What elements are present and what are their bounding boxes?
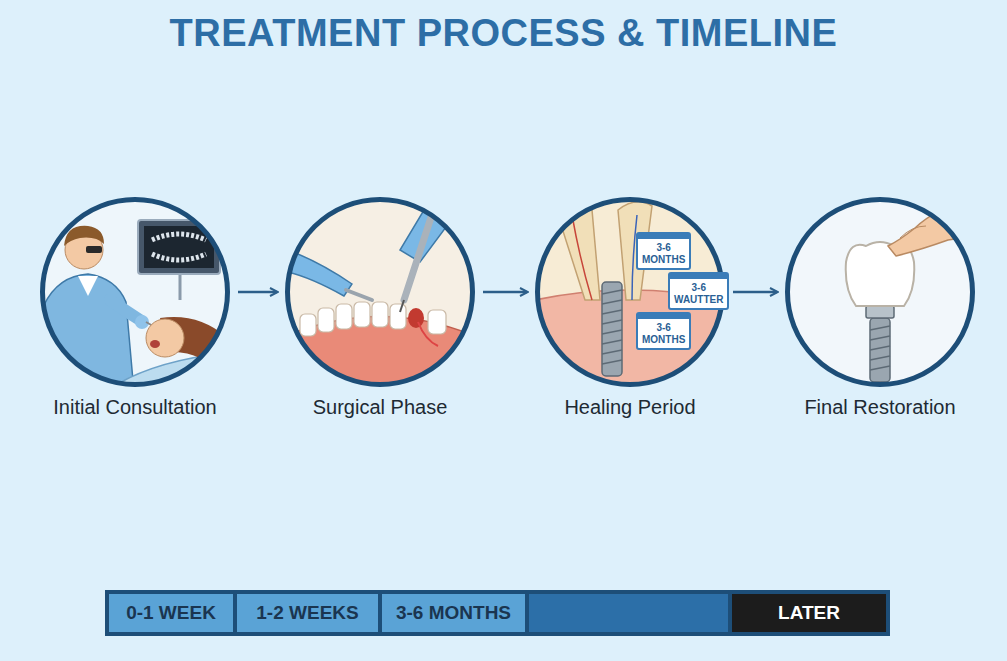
timeline-label: LATER — [778, 602, 840, 624]
flow-arrow — [733, 291, 777, 294]
timeline-label: 1-2 WEEKS — [256, 602, 358, 624]
timeline-segment: 1-2 WEEKS — [235, 592, 380, 634]
step-label: Healing Period — [564, 396, 695, 419]
restoration-illustration — [785, 195, 975, 390]
timeline-segment: 3-6 MONTHS — [380, 592, 527, 634]
step-label: Initial Consultation — [53, 396, 216, 419]
diagram-title: TREATMENT PROCESS & TIMELINE — [0, 12, 1007, 55]
timeline-segment — [527, 592, 730, 634]
process-circle: Initial Consultation — [40, 197, 230, 387]
calendar-text: 3-6 WAUTTER — [674, 282, 723, 305]
timeline-label: 3-6 MONTHS — [396, 602, 511, 624]
step-label: Surgical Phase — [313, 396, 448, 419]
timeline-segment: LATER — [730, 592, 888, 634]
flow-arrow — [238, 291, 277, 294]
surgery-illustration — [285, 195, 475, 392]
process-circle: Healing Period3-6 MONTHS3-6 WAUTTER3-6 M… — [535, 197, 725, 387]
calendar-icon: 3-6 WAUTTER — [668, 272, 729, 310]
timeline-label: 0-1 WEEK — [126, 602, 216, 624]
consultation-illustration — [40, 195, 235, 400]
timeline-segment: 0-1 WEEK — [107, 592, 235, 634]
calendar-text: 3-6 MONTHS — [642, 322, 685, 345]
flow-arrow — [483, 291, 527, 294]
process-circle: Final Restoration — [785, 197, 975, 387]
calendar-icon: 3-6 MONTHS — [636, 312, 691, 350]
calendar-text: 3-6 MONTHS — [642, 242, 685, 265]
calendar-icon: 3-6 MONTHS — [636, 232, 691, 270]
process-circle: Surgical Phase — [285, 197, 475, 387]
step-label: Final Restoration — [804, 396, 955, 419]
healing-illustration — [535, 195, 725, 392]
